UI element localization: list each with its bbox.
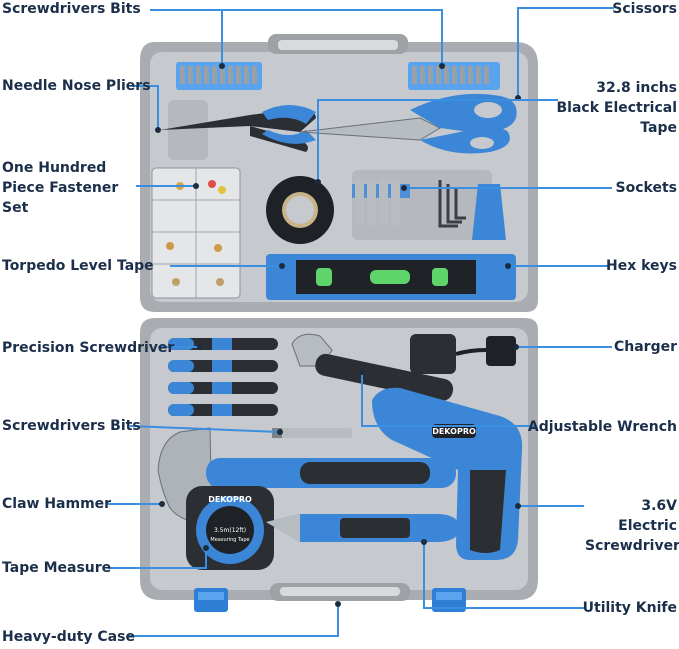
- label-hex-keys: Hex keys: [605, 258, 677, 274]
- claw-hammer: [157, 427, 456, 522]
- tape-measure: DEKOPRO 3.5m(12ft) Measuring Tape: [186, 486, 274, 570]
- label-adjustable-wrench: Adjustable Wrench: [527, 419, 677, 435]
- tape-spec-text: 3.5m(12ft): [214, 527, 246, 534]
- callout-lines: [108, 7, 614, 637]
- brand-logo-tape: DEKOPRO: [208, 495, 252, 504]
- label-electrical-tape: 32.8 inchs Black Electrical Tape: [556, 80, 678, 136]
- adjustable-wrench: [291, 333, 516, 401]
- label-screwdrivers-bits-top: Screwdrivers Bits: [2, 1, 141, 17]
- tape-sub-text: Measuring Tape: [210, 537, 249, 543]
- label-heavy-duty-case: Heavy-duty Case: [2, 629, 135, 645]
- needle-nose-pliers: [160, 105, 316, 152]
- electric-screwdriver: DEKOPRO: [372, 387, 523, 560]
- hex-keys: [438, 180, 506, 240]
- label-charger: Charger: [613, 339, 677, 355]
- bits-rack-right: [408, 62, 500, 90]
- label-torpedo-level: Torpedo Level Tape: [2, 258, 154, 274]
- sockets: [352, 180, 410, 226]
- label-scissors: Scissors: [612, 1, 677, 17]
- label-utility-knife: Utility Knife: [582, 600, 677, 616]
- bit-holder: [272, 428, 352, 438]
- label-screwdrivers-bits-bottom: Screwdrivers Bits: [2, 418, 141, 434]
- precision-screwdrivers: [168, 338, 278, 416]
- brand-logo-drill: DEKOPRO: [432, 427, 476, 436]
- bits-rack-left: [176, 62, 262, 90]
- torpedo-level: [266, 254, 516, 300]
- label-electric-screwdriver: 3.6V Electric Screwdriver: [585, 498, 679, 554]
- scissors: [299, 93, 517, 154]
- label-needle-nose-pliers: Needle Nose Pliers: [2, 78, 151, 94]
- label-fastener-set: One Hundred Piece Fastener Set: [2, 160, 119, 216]
- electrical-tape-roll: [266, 176, 334, 244]
- utility-knife: [266, 514, 460, 542]
- label-claw-hammer: Claw Hammer: [2, 496, 112, 512]
- label-tape-measure: Tape Measure: [2, 560, 112, 576]
- label-sockets: Sockets: [615, 180, 677, 196]
- label-precision-screwdriver: Precision Screwdriver: [2, 340, 175, 356]
